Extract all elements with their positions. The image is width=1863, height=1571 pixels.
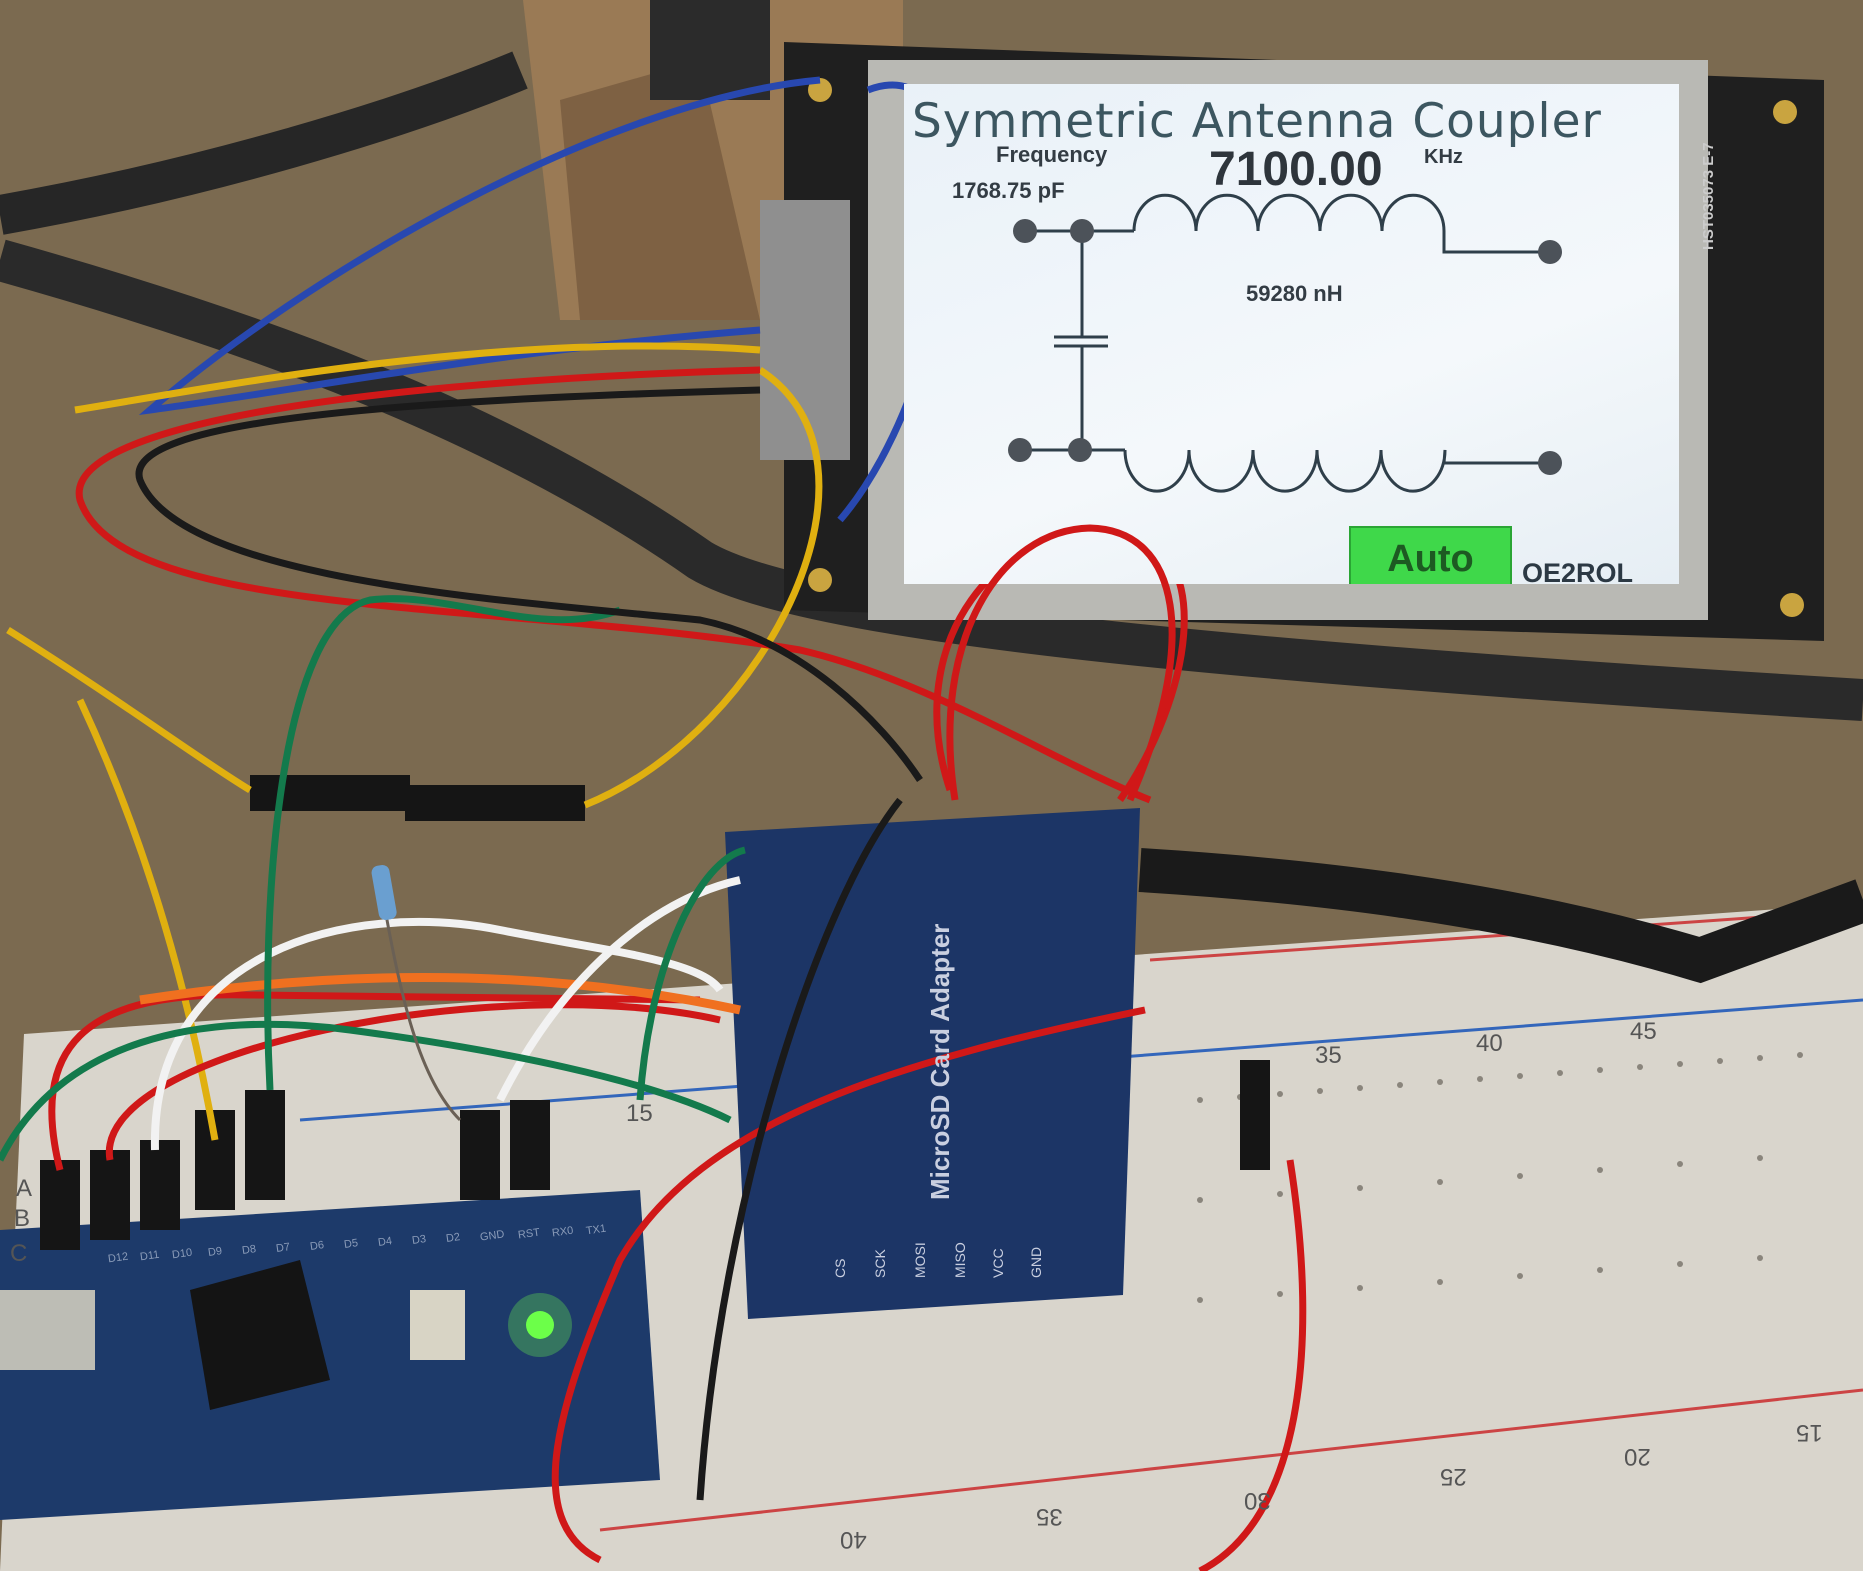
inductor-bottom xyxy=(1123,449,1550,493)
resistor-lead xyxy=(378,879,462,1122)
column-number: 40 xyxy=(1476,1030,1503,1057)
column-number: 35 xyxy=(1315,1042,1342,1069)
green-wire xyxy=(0,595,746,1162)
reset-button[interactable] xyxy=(410,1290,465,1360)
antenna-cable xyxy=(0,239,1863,721)
sd-pin-label: MISO xyxy=(952,1242,968,1278)
output-node xyxy=(1538,451,1562,475)
junction-node xyxy=(1068,438,1092,462)
black-wire xyxy=(135,386,923,1501)
column-number: 40 xyxy=(840,1526,867,1553)
sd-pin-label: GND xyxy=(1028,1246,1044,1278)
screen-title: Symmetric Antenna Coupler xyxy=(912,94,1602,149)
frequency-unit: KHz xyxy=(1424,146,1463,168)
arduino-pin-label: D5 xyxy=(343,1237,359,1251)
row-label: C xyxy=(10,1240,28,1267)
sd-pin-label: MOSI xyxy=(912,1242,928,1278)
breadboard-holes xyxy=(1197,1052,1803,1303)
auto-mode-button[interactable]: Auto xyxy=(1349,526,1512,584)
yellow-wire xyxy=(6,627,252,1141)
mounting-hole xyxy=(1780,593,1804,617)
frequency-value: 7100.00 xyxy=(1209,143,1383,196)
breadboard-rail-red-bottom xyxy=(599,1388,1863,1532)
power-led xyxy=(526,1311,554,1339)
column-number: 45 xyxy=(1630,1018,1657,1045)
arduino-pin-label: D2 xyxy=(445,1231,461,1245)
red-wire xyxy=(551,1006,1307,1571)
output-node xyxy=(1538,240,1562,264)
jumper-headers xyxy=(40,775,1270,1250)
microcontroller-chip xyxy=(190,1260,330,1410)
yellow-wire xyxy=(74,342,823,809)
column-number: 35 xyxy=(1036,1503,1063,1530)
capacitor xyxy=(1054,231,1108,450)
sd-pin-label: SCK xyxy=(872,1249,888,1278)
terminal-node xyxy=(1013,219,1037,243)
mounting-hole xyxy=(1773,100,1797,124)
lcd-screen: Symmetric Antenna Coupler Frequency 7100… xyxy=(904,84,1679,584)
frequency-label: Frequency xyxy=(996,142,1108,167)
arduino-nano xyxy=(0,1190,660,1520)
column-number: 25 xyxy=(1440,1463,1467,1490)
black-cable xyxy=(0,51,528,235)
display-model-label: HST035073 E-7 xyxy=(1700,142,1717,250)
coupler-schematic xyxy=(1008,193,1562,493)
callsign-label: OE2ROL xyxy=(1522,558,1634,584)
inductor-top xyxy=(1132,193,1550,254)
terminal-node xyxy=(1008,438,1032,462)
sd-pin-label: VCC xyxy=(990,1248,1006,1278)
mounting-hole xyxy=(808,568,832,592)
column-number: 15 xyxy=(626,1100,653,1127)
resistor xyxy=(371,864,397,921)
coiled-cable xyxy=(1138,848,1863,984)
arduino-pin-label: D3 xyxy=(411,1233,427,1247)
column-number: 15 xyxy=(1796,1419,1823,1446)
blue-wire xyxy=(138,76,821,416)
arduino-pin-label: D8 xyxy=(241,1243,257,1257)
column-number: 30 xyxy=(1244,1487,1271,1514)
module-in-box xyxy=(650,0,770,100)
arduino-pin-label: D7 xyxy=(275,1241,291,1255)
arduino-pin-label: D6 xyxy=(309,1239,325,1253)
usb-connector xyxy=(0,1290,95,1370)
sd-pin-label: CS xyxy=(832,1258,848,1278)
junction-node xyxy=(1070,219,1094,243)
row-label: A xyxy=(16,1175,33,1202)
cardboard-box-inner xyxy=(560,60,760,320)
led-glow xyxy=(508,1293,572,1357)
capacitance-value: 1768.75 pF xyxy=(952,178,1065,203)
arduino-pin-label: D4 xyxy=(377,1235,393,1249)
red-wire xyxy=(75,366,1152,804)
arduino-pin-label: D9 xyxy=(207,1245,223,1259)
row-label: B xyxy=(14,1205,31,1232)
sd-adapter-title: MicroSD Card Adapter xyxy=(925,923,955,1200)
column-number: 20 xyxy=(1624,1443,1651,1470)
inductance-value: 59280 nH xyxy=(1246,281,1343,306)
orange-wire xyxy=(139,973,741,1015)
